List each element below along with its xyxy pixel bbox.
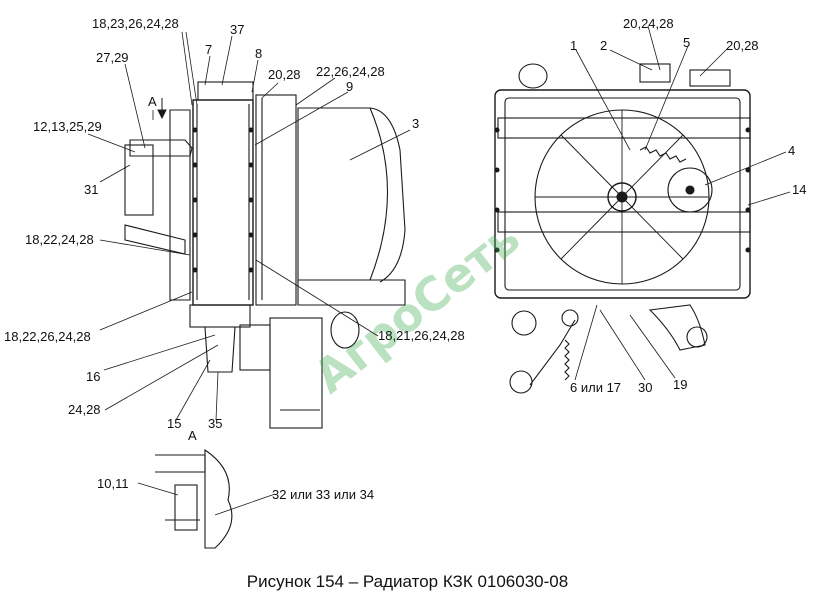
callout-6-17: 6 или 17 bbox=[570, 380, 621, 395]
callout-35: 35 bbox=[208, 416, 222, 431]
callout-14: 14 bbox=[792, 182, 806, 197]
lower-mount bbox=[189, 304, 251, 328]
watermark: АгроСеть bbox=[304, 210, 530, 403]
core-bolts bbox=[192, 127, 254, 273]
tensioner-pulley bbox=[667, 167, 713, 213]
callout-labels: 18,23,26,24,28 37 7 8 27,29 20,28 22,26,… bbox=[4, 16, 806, 502]
fan-hub bbox=[607, 182, 637, 212]
drum-housing bbox=[297, 107, 389, 281]
lower-crossbar bbox=[497, 211, 751, 233]
callout-27-29: 27,29 bbox=[96, 50, 129, 65]
upper-pipe bbox=[129, 139, 193, 157]
figure-caption: Рисунок 154 – Радиатор КЗК 0106030-08 bbox=[246, 572, 569, 591]
callout-3: 3 bbox=[412, 116, 419, 131]
radiator-frame bbox=[494, 89, 751, 299]
idler-pulley bbox=[511, 310, 537, 336]
upper-crossbar bbox=[497, 117, 751, 139]
callout-20-24-28: 20,24,28 bbox=[623, 16, 674, 31]
callout-19: 19 bbox=[673, 377, 687, 392]
front-view bbox=[494, 63, 751, 394]
radiator-core bbox=[192, 99, 254, 306]
callout-37: 37 bbox=[230, 22, 244, 37]
callout-18-21-26-24-28: 18,21,26,24,28 bbox=[378, 328, 465, 343]
view-a-label-top: А bbox=[148, 94, 157, 109]
expansion-bottle bbox=[204, 326, 236, 373]
callout-15: 15 bbox=[167, 416, 181, 431]
callout-20-28-a: 20,28 bbox=[268, 67, 301, 82]
view-direction-arrow bbox=[157, 98, 167, 120]
callout-1: 1 bbox=[570, 38, 577, 53]
callout-31: 31 bbox=[84, 182, 98, 197]
callout-22-26-24-28: 22,26,24,28 bbox=[316, 64, 385, 79]
callout-2: 2 bbox=[600, 38, 607, 53]
callout-24-28: 24,28 bbox=[68, 402, 101, 417]
callout-8: 8 bbox=[255, 46, 262, 61]
detail-fan-blade bbox=[204, 448, 233, 549]
callout-12-13-25-29: 12,13,25,29 bbox=[33, 119, 102, 134]
frame-plate bbox=[255, 94, 297, 306]
callout-18-22-26-24-28: 18,22,26,24,28 bbox=[4, 329, 91, 344]
callout-30: 30 bbox=[638, 380, 652, 395]
lower-lever bbox=[529, 319, 576, 386]
callout-20-28-b: 20,28 bbox=[726, 38, 759, 53]
side-view bbox=[124, 81, 406, 429]
callout-5: 5 bbox=[683, 35, 690, 50]
lower-spring bbox=[564, 339, 570, 381]
callout-16: 16 bbox=[86, 369, 100, 384]
callout-18-22-24-28: 18,22,24,28 bbox=[25, 232, 94, 247]
view-a-label-detail: А bbox=[188, 428, 197, 443]
callout-10-11: 10,11 bbox=[97, 476, 129, 491]
fan-shroud-side bbox=[169, 109, 191, 301]
detail-hub bbox=[174, 484, 198, 531]
drive-box bbox=[269, 317, 323, 429]
callout-18-23-26-24-28: 18,23,26,24,28 bbox=[92, 16, 179, 31]
tension-spring bbox=[639, 146, 687, 163]
leader-lines bbox=[87, 25, 791, 516]
callout-9: 9 bbox=[346, 79, 353, 94]
top-tank bbox=[197, 81, 254, 101]
outlet-elbow bbox=[648, 304, 706, 351]
detail-pipe bbox=[155, 454, 206, 473]
callout-7: 7 bbox=[205, 42, 212, 57]
view-a-detail bbox=[155, 448, 233, 549]
fan-hub-bracket bbox=[124, 144, 154, 216]
callout-32-33-34: 32 или 33 или 34 bbox=[272, 487, 374, 502]
lower-pipe bbox=[124, 224, 186, 255]
callout-4: 4 bbox=[788, 143, 795, 158]
